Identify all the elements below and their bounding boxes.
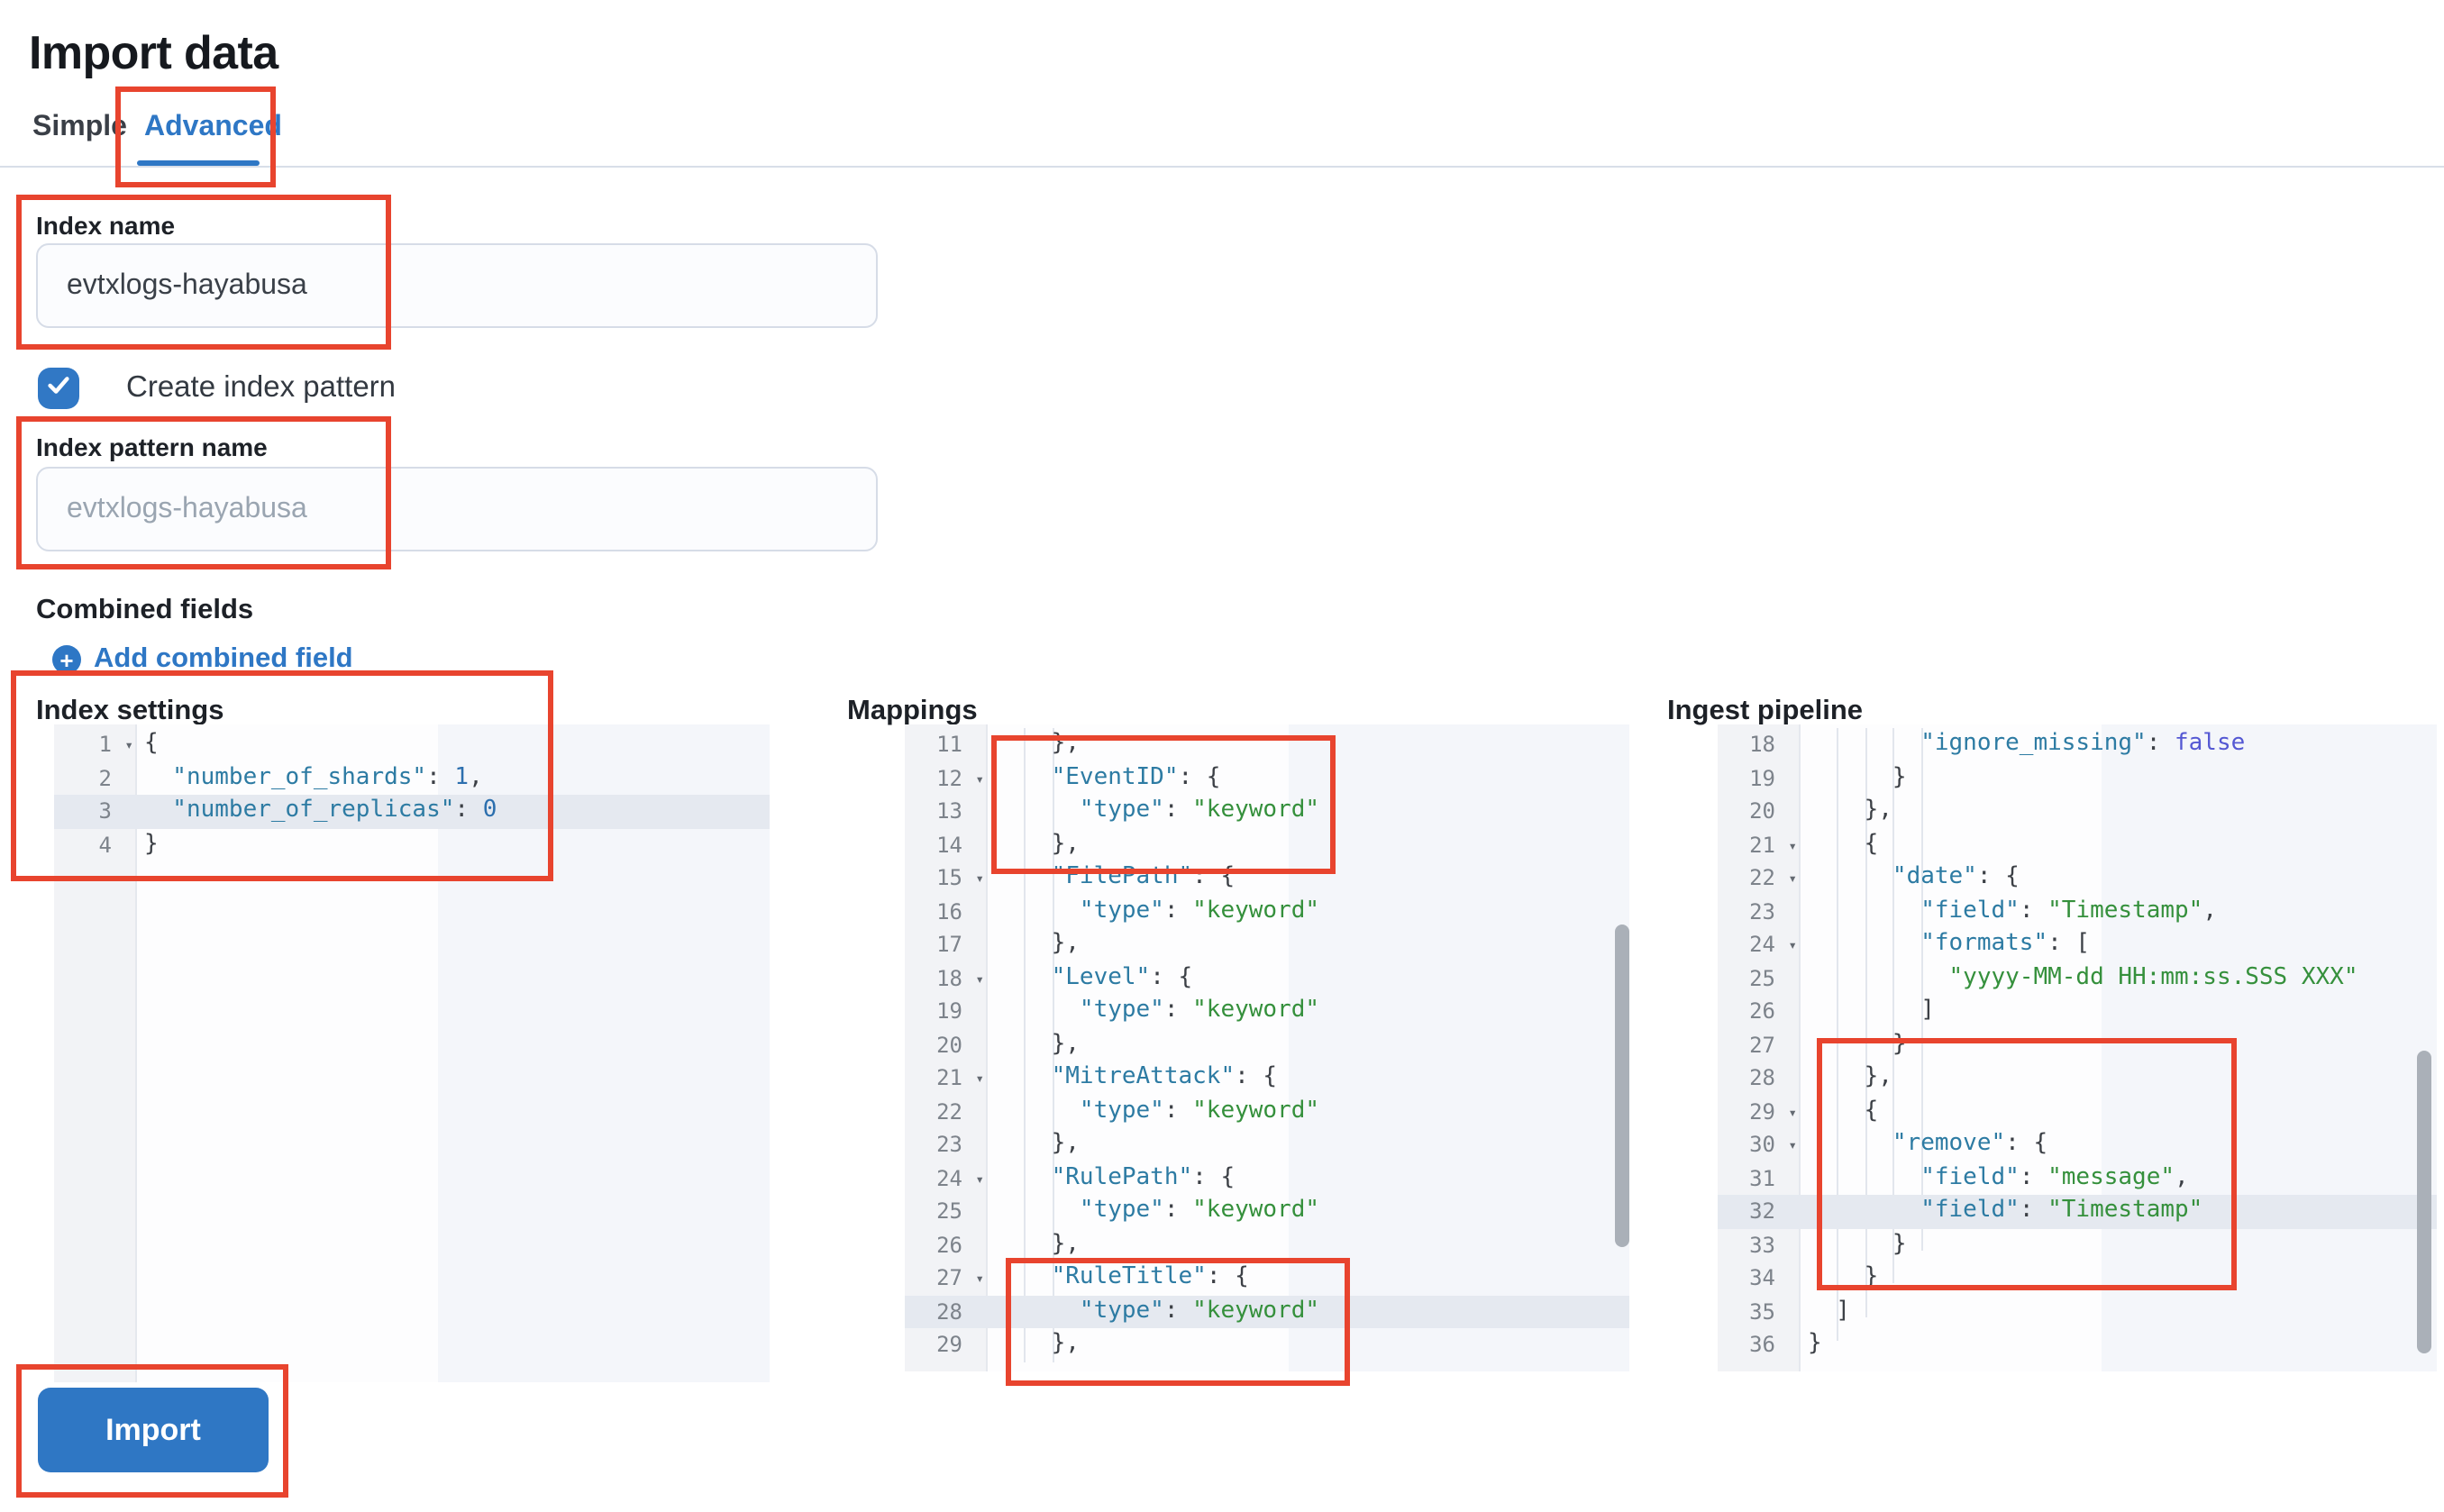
editor-gutter bbox=[1718, 724, 1801, 1371]
mappings-label: Mappings bbox=[847, 696, 978, 726]
fold-arrow-icon[interactable]: ▾ bbox=[975, 1170, 984, 1187]
code-lines: 11 }, 12▾ "EventID": {13 "type": "keyword… bbox=[905, 728, 1629, 1362]
code-line: 3 "number_of_replicas": 0 bbox=[54, 795, 770, 828]
fold-arrow-icon[interactable]: ▾ bbox=[1788, 870, 1797, 887]
print-margin-zone bbox=[438, 724, 770, 1382]
active-tab-underline bbox=[137, 160, 260, 166]
mappings-editor[interactable]: 11 }, 12▾ "EventID": {13 "type": "keyword… bbox=[905, 724, 1629, 1371]
code-line: 33 } bbox=[1749, 1230, 1907, 1257]
tab-advanced[interactable]: Advanced bbox=[144, 112, 282, 142]
code-line: 18 "ignore_missing": false bbox=[1749, 730, 2246, 757]
code-line: 29▾ { bbox=[1718, 1095, 2437, 1128]
code-line: 19 } bbox=[1749, 763, 1907, 790]
fold-arrow-icon[interactable]: ▾ bbox=[975, 1070, 984, 1087]
indent-guide bbox=[1921, 728, 1923, 1251]
code-line: 20 }, bbox=[936, 1030, 1080, 1057]
combined-fields-label: Combined fields bbox=[36, 595, 254, 625]
code-line: 30▾ "remove": { bbox=[1718, 1128, 2437, 1161]
code-line: 1▾{ bbox=[54, 728, 770, 761]
code-line: 28 }, bbox=[1749, 1063, 1892, 1090]
editor-gutter bbox=[54, 724, 137, 1382]
code-line: 11 }, bbox=[936, 730, 1080, 757]
index-pattern-name-label: Index pattern name bbox=[36, 433, 268, 461]
code-line: 20 }, bbox=[1749, 797, 1892, 824]
vertical-scrollbar[interactable] bbox=[1615, 925, 1629, 1247]
fold-arrow-icon[interactable]: ▾ bbox=[975, 1271, 984, 1287]
checkmark-icon bbox=[45, 370, 72, 406]
code-line: 26 }, bbox=[936, 1230, 1080, 1257]
code-line: 15▾ "FilePath": { bbox=[905, 861, 1629, 895]
code-line: 22 "type": "keyword" bbox=[936, 1097, 1320, 1124]
code-line: 32 "field": "Timestamp" bbox=[1718, 1195, 2437, 1228]
code-line: 26 ] bbox=[1749, 997, 1935, 1024]
code-line: 28 "type": "keyword" bbox=[905, 1295, 1629, 1328]
create-index-pattern-checkbox[interactable] bbox=[38, 368, 79, 409]
code-line: 4} bbox=[98, 830, 159, 857]
code-lines: 1▾{2 "number_of_shards": 1, 3 "number_of_… bbox=[54, 728, 770, 861]
code-line: 17 }, bbox=[936, 930, 1080, 957]
code-line: 22▾ "date": { bbox=[1718, 861, 2437, 895]
code-line: 18▾ "Level": { bbox=[905, 961, 1629, 995]
fold-arrow-icon[interactable]: ▾ bbox=[975, 870, 984, 887]
code-line: 2 "number_of_shards": 1, bbox=[98, 763, 483, 790]
code-line: 24▾ "formats": [ bbox=[1718, 928, 2437, 961]
index-name-label: Index name bbox=[36, 211, 176, 240]
code-line: 27▾ "RuleTitle": { bbox=[905, 1262, 1629, 1295]
code-line: 35 ] bbox=[1749, 1297, 1850, 1324]
ingest-pipeline-editor[interactable]: 18 "ignore_missing": false 19 } 20 }, 21▾ {… bbox=[1718, 724, 2437, 1371]
code-line: 13 "type": "keyword" bbox=[936, 797, 1320, 824]
code-line: 24▾ "RulePath": { bbox=[905, 1161, 1629, 1195]
ingest-pipeline-label: Ingest pipeline bbox=[1667, 696, 1864, 726]
code-line: 23 "field": "Timestamp", bbox=[1749, 897, 2217, 924]
index-pattern-name-input[interactable] bbox=[36, 467, 878, 551]
create-index-pattern-label: Create index pattern bbox=[126, 371, 397, 404]
code-line: 25 "yyyy-MM-dd HH:mm:ss.SSS XXX" bbox=[1749, 963, 2358, 990]
indent-guide bbox=[1892, 728, 1894, 1283]
fold-arrow-icon[interactable]: ▾ bbox=[1788, 937, 1797, 953]
fold-arrow-icon[interactable]: ▾ bbox=[1788, 837, 1797, 853]
fold-arrow-icon[interactable]: ▾ bbox=[124, 737, 133, 753]
fold-arrow-icon[interactable]: ▾ bbox=[975, 970, 984, 987]
code-line: 12▾ "EventID": { bbox=[905, 761, 1629, 795]
fold-arrow-icon[interactable]: ▾ bbox=[1788, 1137, 1797, 1153]
code-line: 27 } bbox=[1749, 1030, 1907, 1057]
code-line: 29 }, bbox=[936, 1330, 1080, 1357]
indent-guide bbox=[1024, 728, 1026, 1362]
vertical-scrollbar[interactable] bbox=[2417, 1051, 2431, 1353]
tabs-divider bbox=[0, 166, 2444, 168]
code-line: 36} bbox=[1749, 1330, 1822, 1357]
code-line: 21▾ "MitreAttack": { bbox=[905, 1061, 1629, 1095]
import-button[interactable]: Import bbox=[38, 1388, 269, 1472]
fold-arrow-icon[interactable]: ▾ bbox=[1788, 1104, 1797, 1120]
indent-guide bbox=[1053, 728, 1054, 1362]
code-line: 23 }, bbox=[936, 1130, 1080, 1157]
index-name-input[interactable] bbox=[36, 243, 878, 328]
index-settings-editor[interactable]: 1▾{2 "number_of_shards": 1, 3 "number_of_… bbox=[54, 724, 770, 1382]
plus-icon: + bbox=[52, 645, 81, 674]
add-combined-field-link[interactable]: Add combined field bbox=[94, 643, 353, 674]
page-title: Import data bbox=[29, 25, 278, 79]
code-line: 31 "field": "message", bbox=[1749, 1163, 2189, 1190]
indent-guide bbox=[1837, 728, 1838, 1341]
code-line: 34 } bbox=[1749, 1263, 1879, 1290]
fold-arrow-icon[interactable]: ▾ bbox=[975, 770, 984, 787]
code-line: 16 "type": "keyword" bbox=[936, 897, 1320, 924]
print-margin-zone bbox=[2102, 724, 2437, 1371]
indent-guide bbox=[1865, 728, 1867, 1317]
code-line: 21▾ { bbox=[1718, 828, 2437, 861]
code-lines: 18 "ignore_missing": false 19 } 20 }, 21▾ {… bbox=[1718, 728, 2437, 1362]
editor-gutter bbox=[905, 724, 988, 1371]
code-line: 25 "type": "keyword" bbox=[936, 1197, 1320, 1224]
code-line: 19 "type": "keyword" bbox=[936, 997, 1320, 1024]
tab-simple[interactable]: Simple bbox=[32, 112, 127, 142]
index-settings-label: Index settings bbox=[36, 696, 224, 726]
code-line: 14 }, bbox=[936, 830, 1080, 857]
